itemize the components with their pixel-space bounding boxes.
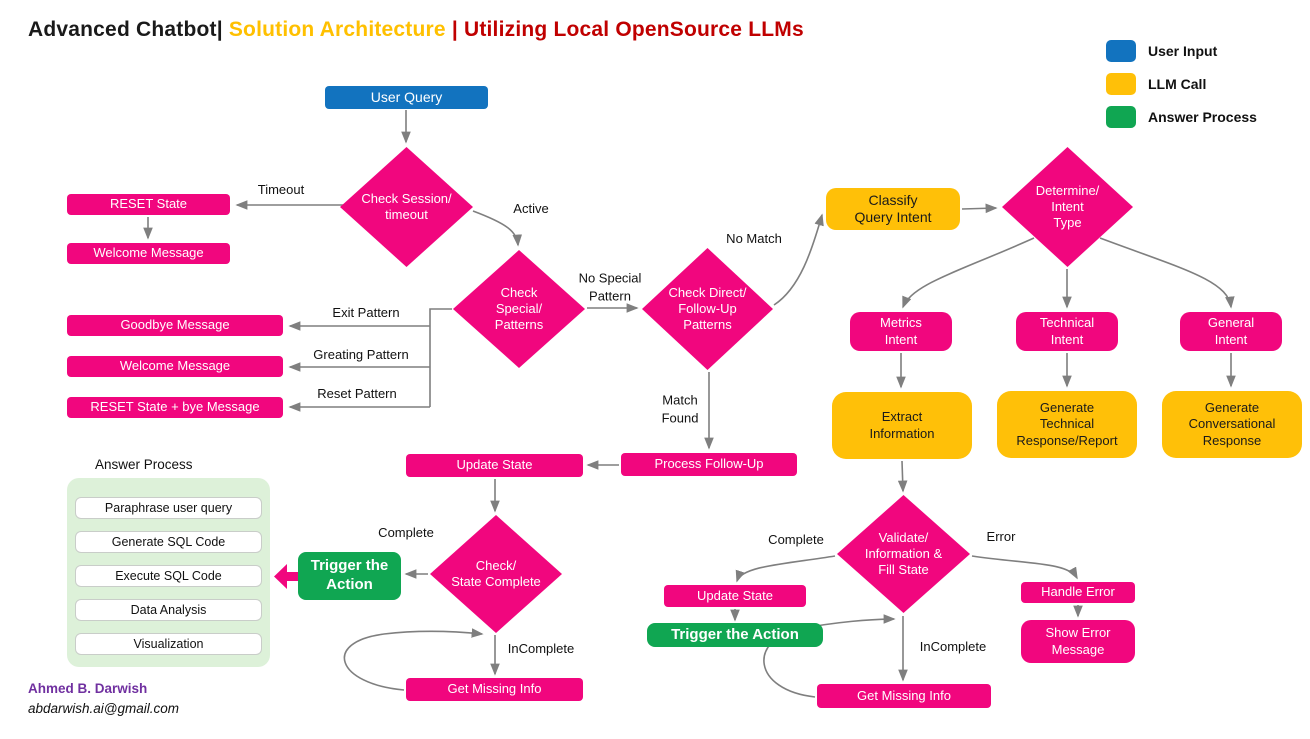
node-trigger-action-left: Trigger the Action: [298, 552, 401, 600]
edge-label-complete-right: Complete: [768, 532, 824, 548]
title-part-red: | Utilizing Local OpenSource LLMs: [451, 18, 804, 41]
node-generate-technical: Generate Technical Response/Report: [997, 391, 1137, 458]
node-update-state-left: Update State: [406, 454, 583, 477]
edge-label-active: Active: [513, 201, 549, 217]
author-name: Ahmed B. Darwish: [28, 681, 148, 696]
node-validate-info: Validate/ Information & Fill State: [837, 495, 970, 613]
answer-process-step: Paraphrase user query: [75, 497, 262, 519]
node-get-missing-left: Get Missing Info: [406, 678, 583, 701]
edge-label-exit-pattern: Exit Pattern: [332, 305, 400, 321]
node-technical-intent: Technical Intent: [1016, 312, 1118, 351]
edge-label-no-match: No Match: [726, 231, 782, 247]
edge-label-no-special-pattern: No Special Pattern: [578, 270, 642, 303]
edge-label-timeout: Timeout: [257, 182, 305, 198]
node-metrics-intent: Metrics Intent: [850, 312, 952, 351]
answer-process-step: Generate SQL Code: [75, 531, 262, 553]
node-handle-error: Handle Error: [1021, 582, 1135, 603]
edge-label-error: Error: [986, 529, 1016, 545]
edge-label-incomplete-left: InComplete: [507, 641, 575, 657]
node-reset-state-bye: RESET State + bye Message: [67, 397, 283, 418]
llm-call-swatch: [1106, 73, 1136, 95]
node-welcome-message-2: Welcome Message: [67, 356, 283, 377]
edge-label-complete-left: Complete: [378, 525, 434, 541]
legend-label: Answer Process: [1148, 109, 1257, 125]
answer-process-title: Answer Process: [95, 457, 193, 472]
node-process-follow-up: Process Follow-Up: [621, 453, 797, 476]
legend-item-answer-process: Answer Process: [1106, 106, 1257, 128]
author-email: abdarwish.ai@gmail.com: [28, 701, 180, 716]
node-generate-conversational: Generate Conversational Response: [1162, 391, 1302, 458]
node-update-state-right: Update State: [664, 585, 806, 607]
title-part-black: Advanced Chatbot|: [28, 18, 223, 41]
page-title: Advanced Chatbot| Solution Architecture …: [28, 18, 804, 42]
node-extract-information: Extract Information: [832, 392, 972, 459]
answer-process-swatch: [1106, 106, 1136, 128]
edge-label-greating-pattern: Greating Pattern: [313, 347, 409, 363]
user-input-swatch: [1106, 40, 1136, 62]
node-general-intent: General Intent: [1180, 312, 1282, 351]
legend-item-user-input: User Input: [1106, 40, 1257, 62]
answer-process-step: Data Analysis: [75, 599, 262, 621]
node-determine-intent: Determine/ Intent Type: [1002, 147, 1133, 267]
edge-label-reset-pattern: Reset Pattern: [317, 386, 397, 402]
legend-label: LLM Call: [1148, 76, 1207, 92]
node-check-direct: Check Direct/ Follow-Up Patterns: [642, 248, 773, 370]
node-check-special: Check Special/ Patterns: [453, 250, 585, 368]
node-get-missing-right: Get Missing Info: [817, 684, 991, 708]
edge-label-incomplete-right: InComplete: [919, 639, 987, 655]
edge-label-match-found: Match Found: [661, 392, 699, 425]
node-welcome-message-1: Welcome Message: [67, 243, 230, 264]
node-reset-state: RESET State: [67, 194, 230, 215]
legend: User Input LLM Call Answer Process: [1106, 40, 1257, 139]
legend-item-llm-call: LLM Call: [1106, 73, 1257, 95]
node-goodbye-message: Goodbye Message: [67, 315, 283, 336]
node-check-session: Check Session/ timeout: [340, 147, 473, 267]
answer-process-step: Execute SQL Code: [75, 565, 262, 587]
node-show-error: Show Error Message: [1021, 620, 1135, 663]
node-trigger-action-right: Trigger the Action: [647, 623, 823, 647]
title-part-gold: Solution Architecture: [228, 18, 446, 41]
node-classify-query-intent: Classify Query Intent: [826, 188, 960, 230]
legend-label: User Input: [1148, 43, 1218, 59]
pink-arrow: [274, 564, 299, 589]
answer-process-step: Visualization: [75, 633, 262, 655]
node-check-state-complete: Check/ State Complete: [430, 515, 562, 633]
node-user-query: User Query: [325, 86, 488, 109]
